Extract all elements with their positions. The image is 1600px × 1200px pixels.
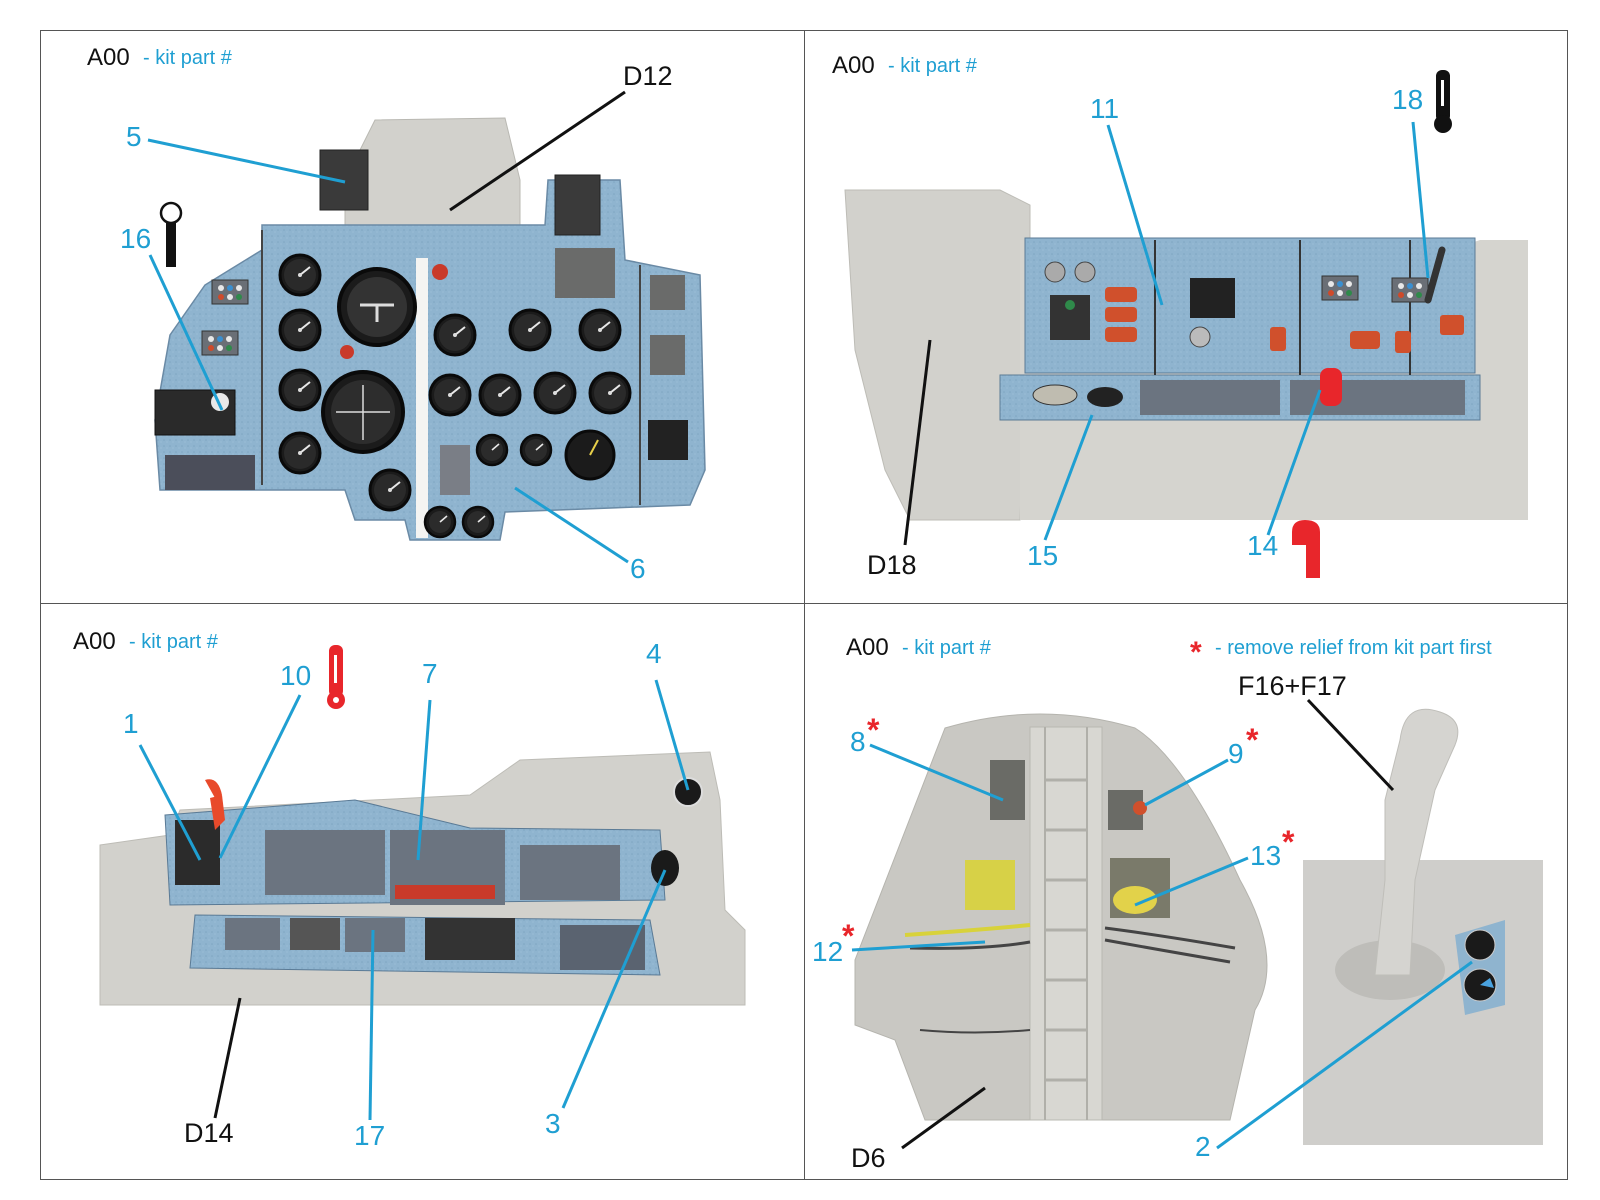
leader-12 (851, 940, 986, 952)
leader-9 (1144, 758, 1229, 807)
leader-2 (1216, 960, 1473, 1150)
leader-1 (138, 744, 202, 861)
leader-8 (869, 743, 1004, 802)
divider-horizontal (40, 603, 1568, 604)
top-left-panel-art (154, 117, 706, 541)
bottom-right-panel-art (854, 708, 1543, 1145)
divider-vertical (804, 30, 805, 1180)
leader-16 (148, 254, 224, 411)
leader-4 (654, 679, 690, 791)
leader-D18 (903, 339, 932, 546)
lever-red-icon (327, 645, 345, 709)
leader-10 (218, 694, 302, 859)
leader-D12 (449, 90, 626, 212)
leader-F16F17 (1306, 698, 1395, 792)
leader-6 (514, 486, 629, 564)
lever-black-white-knob-icon (159, 201, 183, 267)
leader-17 (368, 929, 375, 1121)
leader-15 (1043, 414, 1094, 541)
leader-lines (138, 90, 1473, 1150)
leader-D6 (901, 1086, 986, 1150)
lever-black-icon (1434, 70, 1452, 133)
leader-D14 (213, 997, 242, 1119)
leader-13 (1134, 856, 1249, 907)
bottom-left-panel-art (99, 751, 746, 1006)
leader-5 (147, 138, 346, 184)
leader-3 (561, 869, 667, 1109)
leader-18 (1411, 121, 1430, 279)
top-right-panel-art (844, 189, 1528, 521)
leader-7 (416, 699, 432, 861)
leader-14 (1266, 389, 1322, 536)
lever-red-bent-icon (1292, 520, 1320, 578)
leader-11 (1106, 124, 1164, 306)
